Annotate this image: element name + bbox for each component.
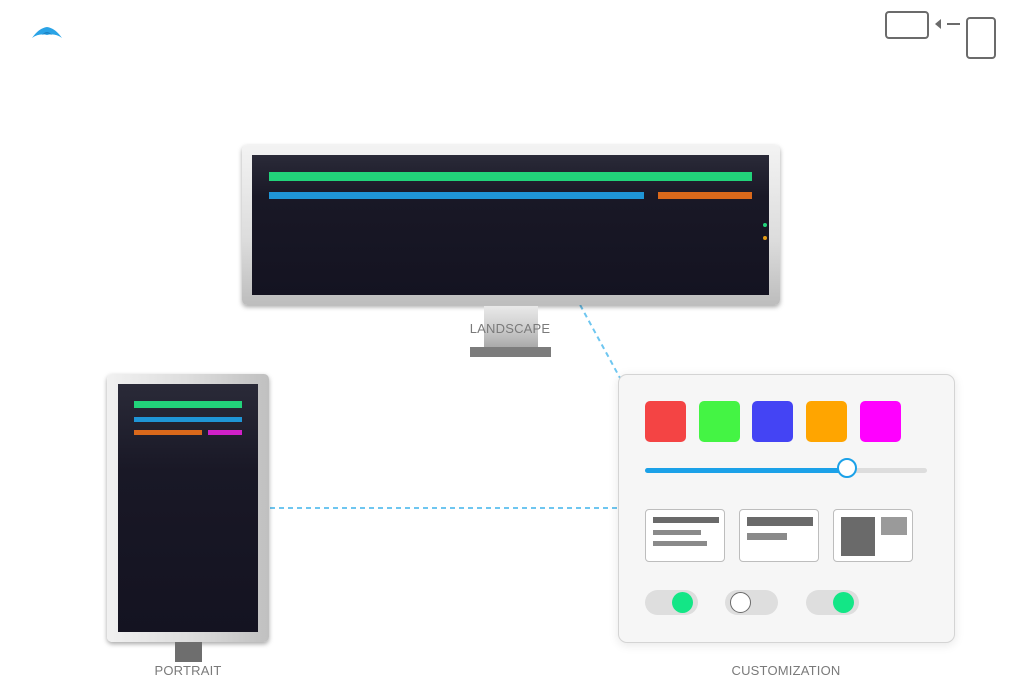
layout-option-blocks[interactable] <box>833 509 913 562</box>
orientation-toggle-icon[interactable] <box>884 10 998 62</box>
landscape-dot-orange <box>763 236 767 240</box>
portrait-screen <box>118 384 258 632</box>
toggle-1[interactable] <box>645 590 698 615</box>
landscape-stand-neck <box>484 306 538 348</box>
toggle-knob <box>672 592 693 613</box>
wing-logo-icon <box>32 27 62 38</box>
color-swatch-blue[interactable] <box>752 401 793 442</box>
color-swatch-red[interactable] <box>645 401 686 442</box>
landscape-monitor[interactable] <box>242 145 780 305</box>
toggle-knob <box>730 592 751 613</box>
layout-option-header[interactable] <box>739 509 819 562</box>
customization-label: CUSTOMIZATION <box>731 663 841 678</box>
size-slider[interactable] <box>645 458 927 478</box>
color-swatch-magenta[interactable] <box>860 401 901 442</box>
color-swatch-green[interactable] <box>699 401 740 442</box>
portrait-monitor[interactable] <box>107 374 269 642</box>
slider-fill <box>645 468 847 473</box>
landscape-label: LANDSCAPE <box>469 321 551 336</box>
landscape-bar-blue <box>269 192 644 199</box>
portrait-stand <box>175 642 202 662</box>
landscape-bar-orange <box>658 192 752 199</box>
portrait-bar-blue <box>134 417 242 422</box>
landscape-bar-green <box>269 172 752 181</box>
landscape-dot-green <box>763 223 767 227</box>
portrait-bar-orange <box>134 430 202 435</box>
landscape-screen <box>252 155 769 295</box>
toggle-3[interactable] <box>806 590 859 615</box>
color-swatch-orange[interactable] <box>806 401 847 442</box>
toggle-2[interactable] <box>725 590 778 615</box>
slider-thumb[interactable] <box>836 458 857 478</box>
landscape-stand-base <box>470 347 551 357</box>
portrait-bar-green <box>134 401 242 408</box>
portrait-bar-magenta <box>208 430 242 435</box>
portrait-label: PORTRAIT <box>154 663 222 678</box>
customization-panel <box>618 374 955 643</box>
toggle-knob <box>833 592 854 613</box>
layout-option-text[interactable] <box>645 509 725 562</box>
